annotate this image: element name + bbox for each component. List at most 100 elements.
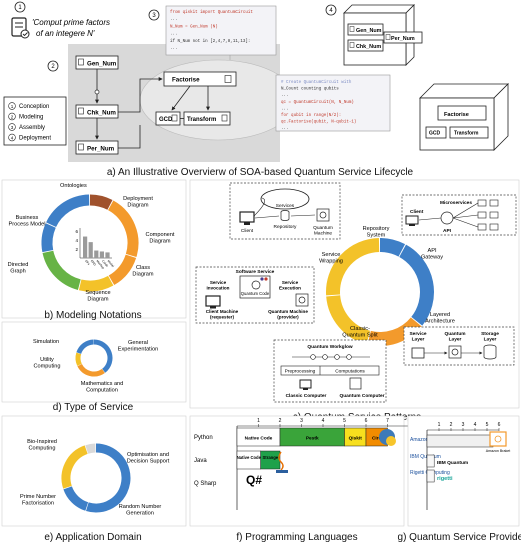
client-machine-icon [205, 295, 221, 309]
part-a: 1 'Comput prime factors of an integere N… [3, 1, 509, 178]
tick-label: 2 [279, 418, 282, 424]
amazon-braket-logo-icon [489, 431, 507, 447]
donut-segment [77, 363, 105, 377]
donut-segment [61, 445, 88, 489]
classic-computer-icon [299, 379, 312, 390]
legend-label: Deployment [19, 136, 51, 142]
donut-segment [367, 317, 422, 346]
donut-segment [78, 275, 114, 292]
svg-text:Per_Num: Per_Num [391, 36, 415, 42]
service-layer-icon [411, 347, 425, 359]
svg-text:API: API [443, 228, 452, 234]
api-connectors [418, 202, 479, 228]
java-segment [260, 450, 281, 470]
code-line: from qiskit import QuantumCircuit [170, 10, 253, 15]
legend-number: 4 [11, 136, 14, 141]
inset-bar [105, 252, 110, 258]
quantum-chip-icon [316, 208, 330, 222]
tick-label: 1 [257, 418, 260, 424]
python-logo-icon [386, 436, 396, 446]
query-line-2: of an integere N' [36, 29, 95, 38]
provider-bar [426, 469, 435, 483]
tick-label: 6 [498, 422, 501, 428]
legend-marker [8, 112, 16, 121]
svg-text:Software Service: Software Service [236, 269, 275, 275]
python-segment-label: Cirq [372, 436, 382, 442]
label-simulation: Simulation [33, 339, 59, 345]
row-label: Python [194, 435, 213, 441]
label-classic-quantum-split: Classic-Quantum Split [342, 326, 378, 339]
tick-label: 7 [386, 418, 389, 424]
tick-label: 6 [365, 418, 368, 424]
donut-segment [379, 238, 406, 257]
component-factorise: Factorise [163, 71, 237, 87]
qsharp-logo-icon: Q# [246, 473, 262, 487]
code-line: ... [281, 94, 289, 98]
step-2-marker [47, 60, 59, 72]
monitor-icon [239, 211, 255, 225]
row-label: IBM Quantum [410, 454, 441, 460]
svg-text:Chk_Num: Chk_Num [87, 110, 116, 117]
caption-g: g) Quantum Service Provider [398, 532, 521, 543]
svg-text:Transform: Transform [187, 117, 216, 123]
step-1-label: 1 [18, 5, 22, 11]
row-label: Java [194, 458, 207, 464]
legend-number: 1 [11, 104, 14, 109]
legend-label: Conception [19, 104, 49, 110]
microservice-icons [477, 199, 499, 231]
tick-label: 3 [300, 418, 303, 424]
component-per-num: Per_Num [75, 140, 119, 155]
caption-a: a) An Illustrative Overvierw of SOA-base… [107, 167, 414, 178]
legend-marker [8, 123, 16, 131]
database-icon [280, 210, 290, 221]
inset-bar [88, 242, 93, 258]
svg-text:Gen_Num: Gen_Num [87, 61, 117, 68]
svg-text:Quantum Computer: Quantum Computer [339, 393, 384, 399]
svg-text:Preprocessing: Preprocessing [285, 369, 316, 375]
inset-bar-label: Colab [101, 259, 109, 268]
provider-bar [426, 434, 494, 448]
svg-text:Client: Client [410, 209, 424, 215]
inset-bar-label: Model [107, 259, 116, 268]
document-check-icon [11, 17, 30, 39]
quantum-computer-icon [349, 377, 362, 390]
storage-icon [483, 344, 497, 360]
step-2-label: 2 [51, 64, 55, 70]
inset-tick-label: 2 [75, 247, 78, 252]
donut-segment [398, 244, 434, 326]
inset-bar [83, 236, 88, 258]
svg-text:Services: Services [276, 203, 295, 209]
component-transform: Transform [183, 111, 231, 126]
legend-marker [8, 133, 16, 142]
inset-bar [94, 250, 99, 258]
code-line: ... [170, 47, 178, 51]
donut-type-of-service [75, 339, 113, 377]
donut-segment [85, 443, 96, 454]
svg-text:Factorise: Factorise [172, 77, 200, 84]
legend-number: 3 [11, 125, 14, 130]
donut-segment [86, 443, 131, 513]
code-line: ... [281, 107, 289, 111]
svg-text:Client: Client [241, 228, 254, 234]
label-quantum-machine-provider: Quantum Machine(provider) [268, 309, 308, 320]
pattern-api-gateway: Client Microservices API [401, 194, 517, 236]
java-segment-label: Strange [263, 455, 279, 460]
inset-tick-label: 4 [75, 238, 78, 243]
code-line: N_Count counting qubits [281, 87, 339, 92]
